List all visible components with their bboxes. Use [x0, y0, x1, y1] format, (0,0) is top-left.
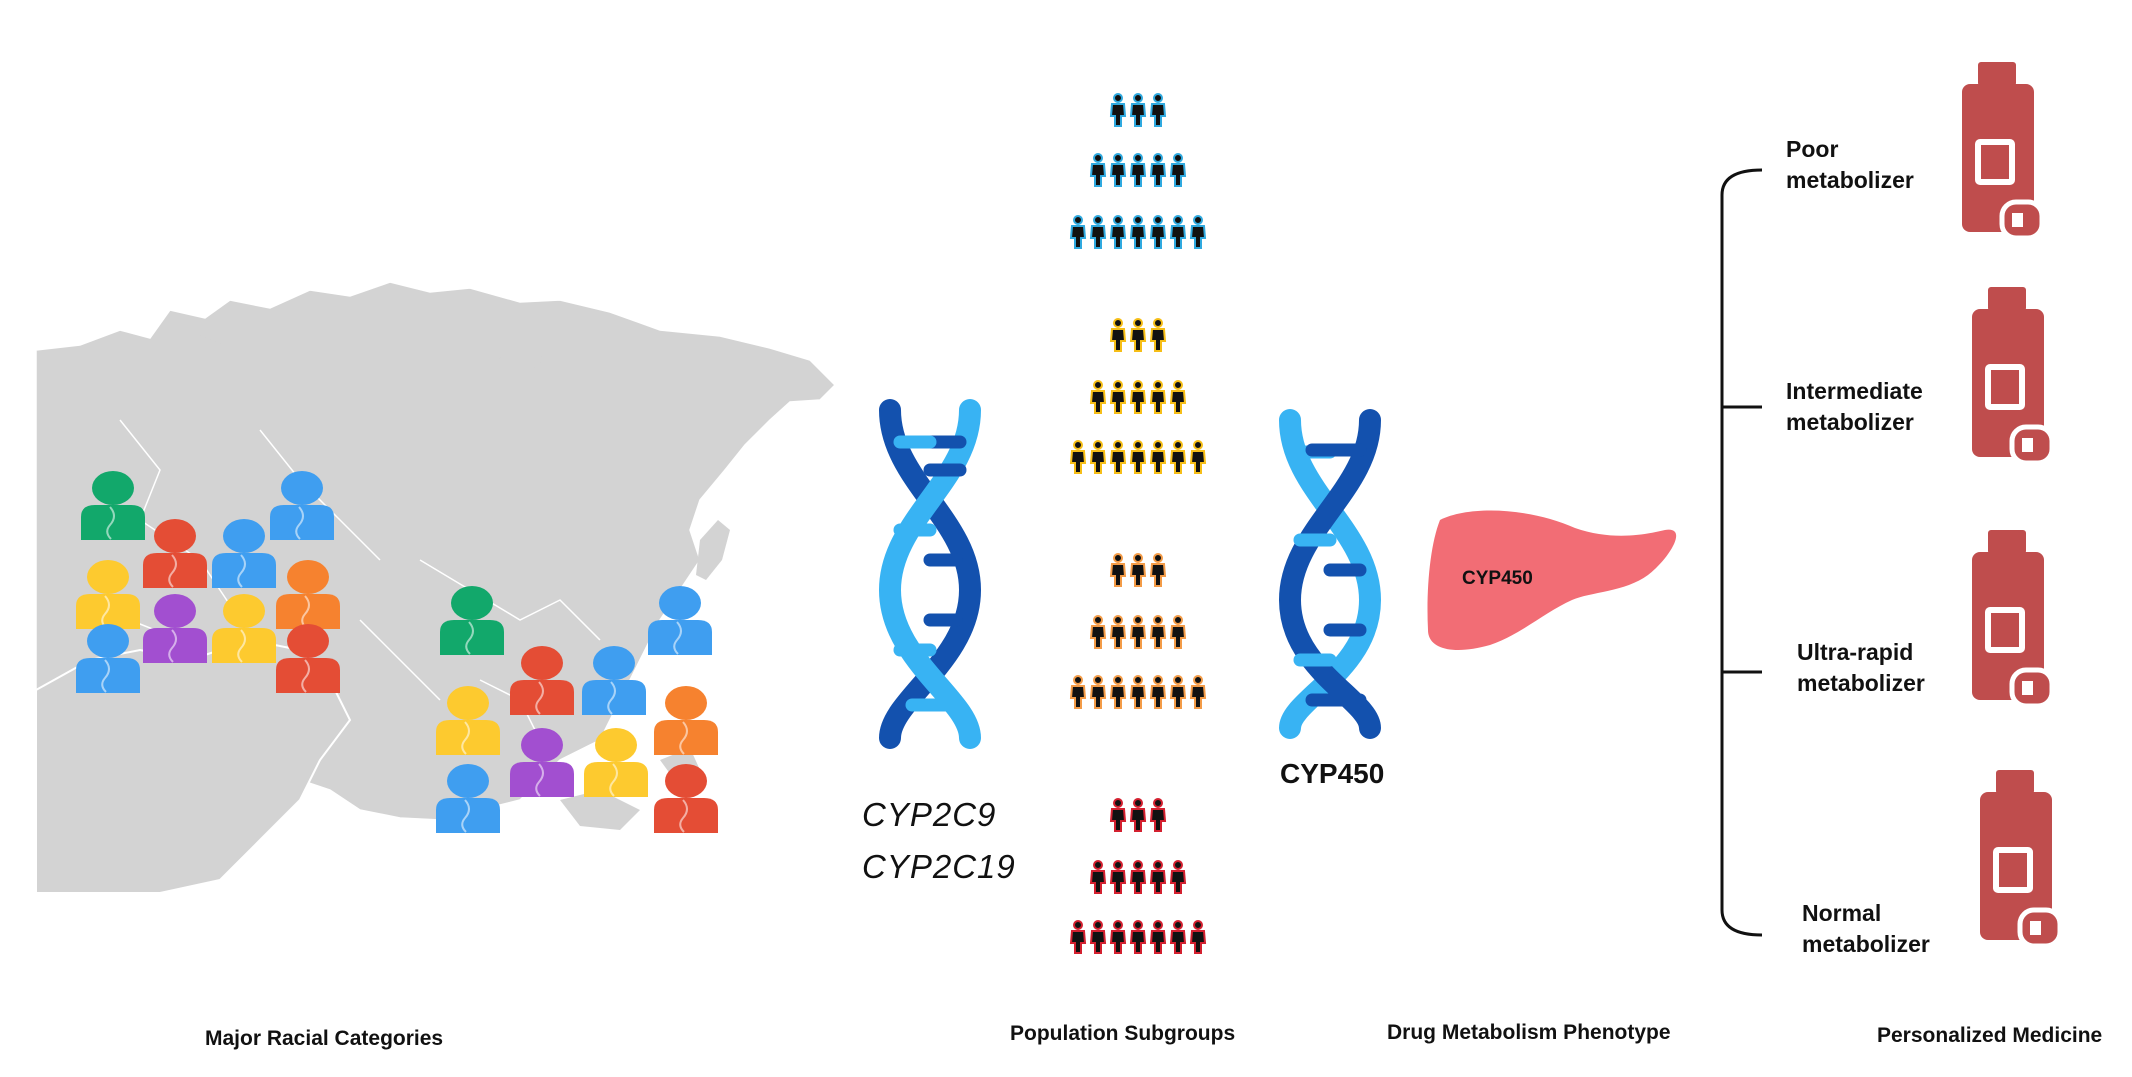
- phenotype-line1: Poor: [1786, 136, 1839, 162]
- label-drug-metabolism-phenotype: Drug Metabolism Phenotype: [1387, 1021, 1671, 1044]
- phenotype-intermediate: Intermediate metabolizer: [1786, 376, 1923, 438]
- scandinavia: [150, 335, 225, 412]
- phenotype-line2: metabolizer: [1797, 670, 1925, 696]
- gene-label-cyp2c19: CYP2C19: [862, 848, 1016, 885]
- phenotype-line2: metabolizer: [1786, 167, 1914, 193]
- population-group-orange: [1070, 553, 1206, 709]
- medicine-bottle-icon: [1980, 770, 2060, 946]
- dna-helix-icon: [878, 399, 982, 749]
- gene-label-cyp2c9: CYP2C9: [862, 796, 997, 833]
- cyp450-dna-label: CYP450: [1280, 758, 1385, 789]
- person-icon: [653, 763, 719, 834]
- label-population-subgroups: Population Subgroups: [1010, 1022, 1236, 1045]
- phenotype-ultra-rapid: Ultra-rapid metabolizer: [1797, 637, 1925, 699]
- phenotype-line1: Intermediate: [1786, 378, 1923, 404]
- label-personalized-medicine: Personalized Medicine: [1877, 1024, 2103, 1047]
- population-group-yellow: [1070, 318, 1206, 474]
- population-group-red: [1070, 798, 1206, 954]
- phenotype-line2: metabolizer: [1786, 409, 1914, 435]
- person-icon: [653, 685, 719, 756]
- japan: [696, 520, 730, 580]
- phenotype-line2: metabolizer: [1802, 931, 1930, 957]
- label-major-racial-categories: Major Racial Categories: [205, 1027, 444, 1050]
- liver-icon: [1427, 510, 1677, 650]
- population-group-blue: [1070, 93, 1206, 249]
- phenotype-poor: Poor metabolizer: [1786, 134, 1914, 196]
- dna-helix-icon: [1278, 409, 1382, 739]
- medicine-bottle-icon: [1972, 530, 2052, 706]
- southeast-asia-islands: [560, 748, 700, 830]
- phenotype-normal: Normal metabolizer: [1802, 898, 1930, 960]
- phenotype-line1: Normal: [1802, 900, 1882, 926]
- phenotype-bracket: [1720, 168, 1763, 937]
- liver-cyp450-label: CYP450: [1462, 568, 1533, 589]
- medicine-bottle-icon: [1972, 287, 2052, 463]
- medicine-bottle-icon: [1962, 62, 2042, 238]
- phenotype-line1: Ultra-rapid: [1797, 639, 1914, 665]
- arctic-island: [490, 350, 545, 372]
